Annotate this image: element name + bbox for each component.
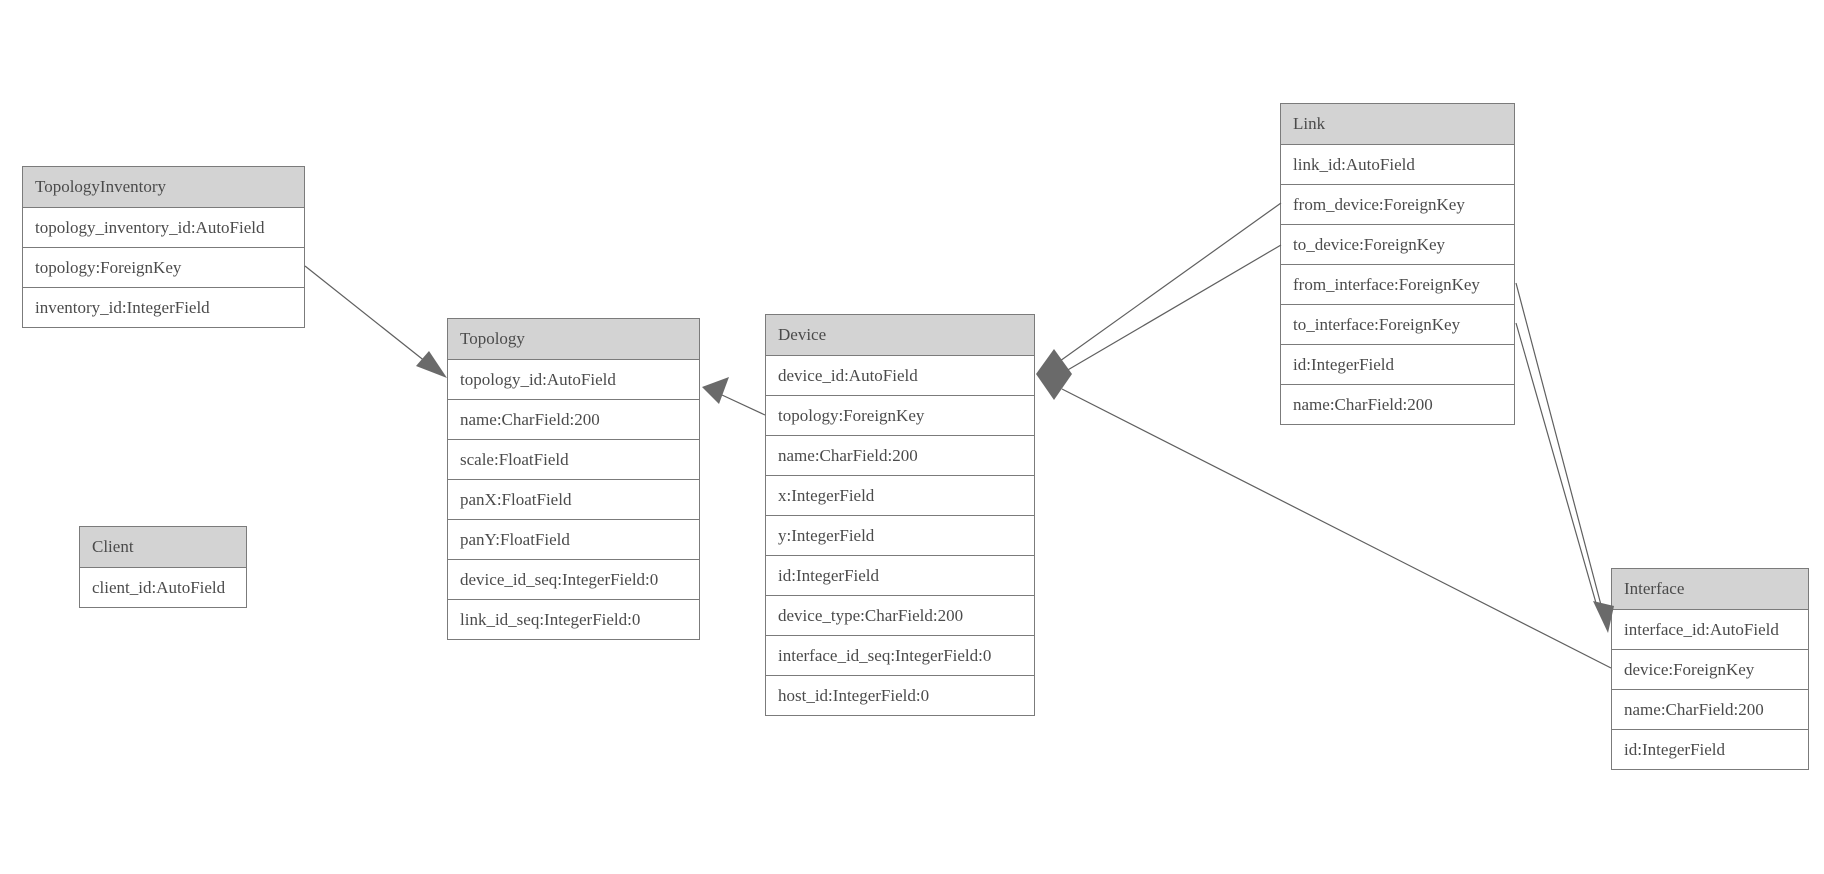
field-row-client-0: client_id:AutoField: [80, 567, 246, 607]
field-row-topology-0: topology_id:AutoField: [448, 359, 699, 399]
entity-title-topology-inventory: TopologyInventory: [23, 167, 304, 207]
relation-line-3: [1065, 244, 1282, 372]
arrowhead-into-device: [1036, 349, 1072, 400]
field-row-device-1: topology:ForeignKey: [766, 395, 1034, 435]
field-row-link-3: from_interface:ForeignKey: [1281, 264, 1514, 304]
relation-line-5: [1515, 282, 1602, 606]
field-row-link-0: link_id:AutoField: [1281, 144, 1514, 184]
field-row-topology-3: panX:FloatField: [448, 479, 699, 519]
field-row-device-4: y:IntegerField: [766, 515, 1034, 555]
field-row-device-3: x:IntegerField: [766, 475, 1034, 515]
field-row-device-7: interface_id_seq:IntegerField:0: [766, 635, 1034, 675]
field-row-topology-5: device_id_seq:IntegerField:0: [448, 559, 699, 599]
field-row-device-2: name:CharField:200: [766, 435, 1034, 475]
field-row-topology-inventory-1: topology:ForeignKey: [23, 247, 304, 287]
field-row-topology-inventory-2: inventory_id:IntegerField: [23, 287, 304, 327]
field-row-interface-1: device:ForeignKey: [1612, 649, 1808, 689]
relation-line-6: [1515, 322, 1599, 611]
field-row-device-5: id:IntegerField: [766, 555, 1034, 595]
field-row-topology-1: name:CharField:200: [448, 399, 699, 439]
field-row-link-6: name:CharField:200: [1281, 384, 1514, 424]
field-row-topology-4: panY:FloatField: [448, 519, 699, 559]
entity-title-interface: Interface: [1612, 569, 1808, 609]
field-row-interface-2: name:CharField:200: [1612, 689, 1808, 729]
entity-title-link: Link: [1281, 104, 1514, 144]
field-row-device-8: host_id:IntegerField:0: [766, 675, 1034, 715]
field-row-interface-3: id:IntegerField: [1612, 729, 1808, 769]
entity-title-client: Client: [80, 527, 246, 567]
arrowhead-icon-0: [416, 351, 447, 378]
entity-title-device: Device: [766, 315, 1034, 355]
field-row-link-2: to_device:ForeignKey: [1281, 224, 1514, 264]
field-row-device-0: device_id:AutoField: [766, 355, 1034, 395]
field-row-topology-2: scale:FloatField: [448, 439, 699, 479]
field-row-topology-6: link_id_seq:IntegerField:0: [448, 599, 699, 639]
field-row-link-5: id:IntegerField: [1281, 344, 1514, 384]
relation-line-1: [721, 394, 766, 416]
field-row-interface-0: interface_id:AutoField: [1612, 609, 1808, 649]
relation-line-2: [1059, 202, 1282, 362]
relation-line-0: [304, 265, 427, 363]
field-row-link-1: from_device:ForeignKey: [1281, 184, 1514, 224]
field-row-topology-inventory-0: topology_inventory_id:AutoField: [23, 207, 304, 247]
arrowhead-icon-1: [702, 377, 729, 404]
relation-line-4: [1061, 388, 1612, 669]
field-row-link-4: to_interface:ForeignKey: [1281, 304, 1514, 344]
field-row-device-6: device_type:CharField:200: [766, 595, 1034, 635]
entity-title-topology: Topology: [448, 319, 699, 359]
